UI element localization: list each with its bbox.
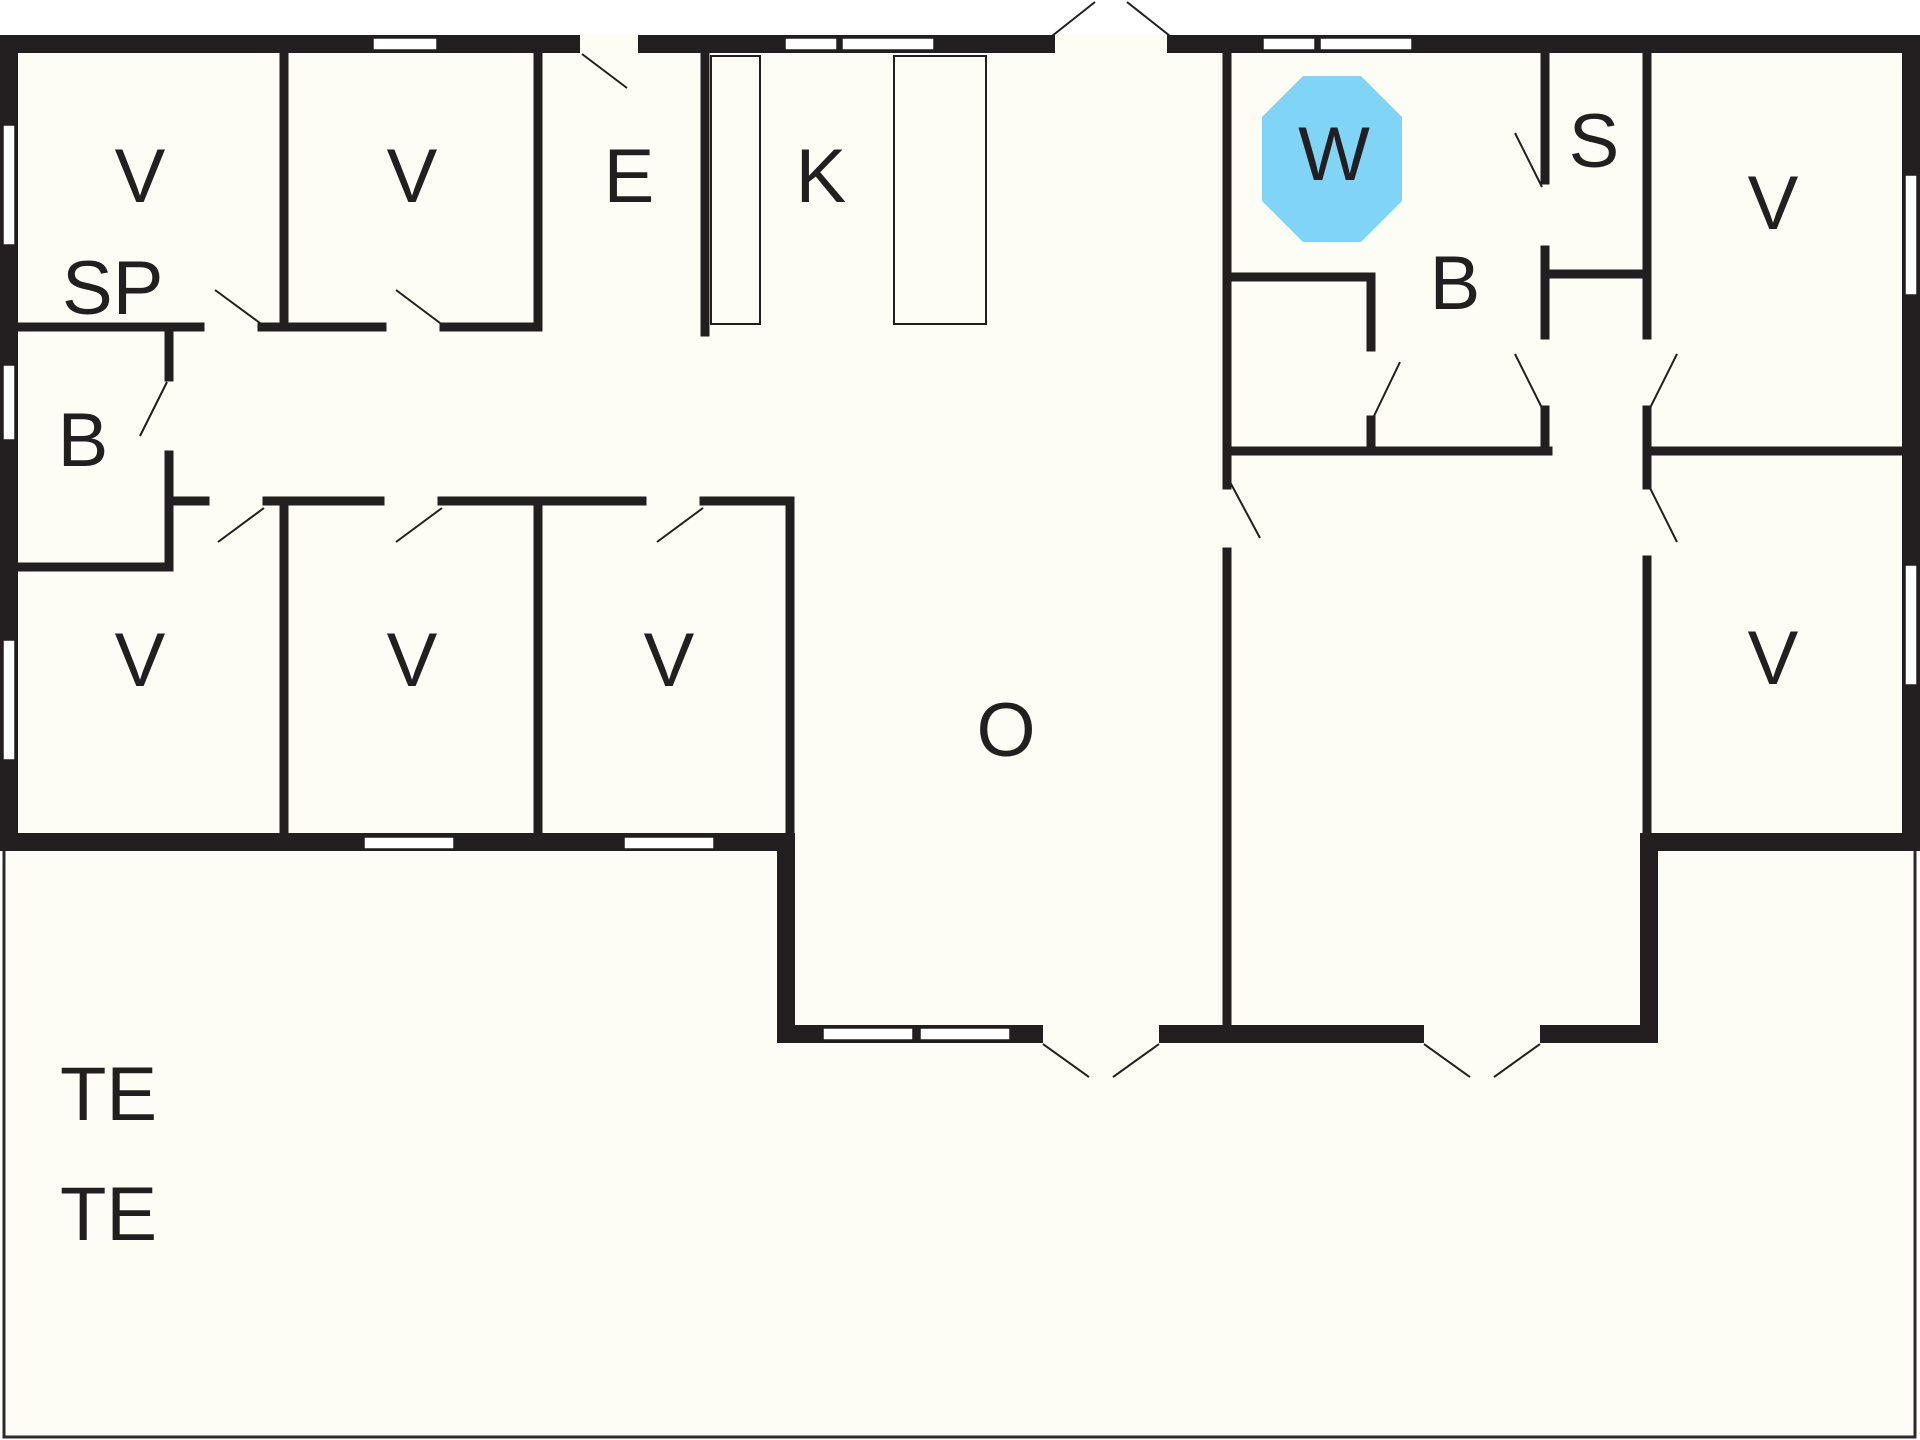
windows [2,37,1918,1041]
room-label-v7: V [1748,616,1799,701]
room-label-te1: TE [60,1052,157,1137]
octagon-tub-icon [1262,76,1402,242]
room-label-b2: B [1430,241,1481,326]
kitchen-counters [710,55,987,325]
room-label-sp: SP [62,246,163,331]
wall-openings [580,34,1540,1046]
interior-walls [4,39,1916,1039]
room-label-v4: V [387,618,438,703]
room-label-e: E [604,134,655,219]
room-label-te2: TE [60,1172,157,1257]
house-floor [8,44,1913,1035]
room-label-v6: V [1748,161,1799,246]
door-swings [139,1,1678,1078]
room-label-k: K [796,134,847,219]
room-label-v5: V [644,618,695,703]
room-label-b1: B [58,398,109,483]
room-labels: V V SP E K B V V V O W B S V V TE TE [58,99,1799,1257]
room-label-o: O [976,688,1035,773]
room-label-s: S [1569,99,1620,184]
room-label-w: W [1298,112,1370,197]
room-label-v1: V [115,134,166,219]
room-label-v3: V [115,618,166,703]
room-label-v2: V [387,134,438,219]
